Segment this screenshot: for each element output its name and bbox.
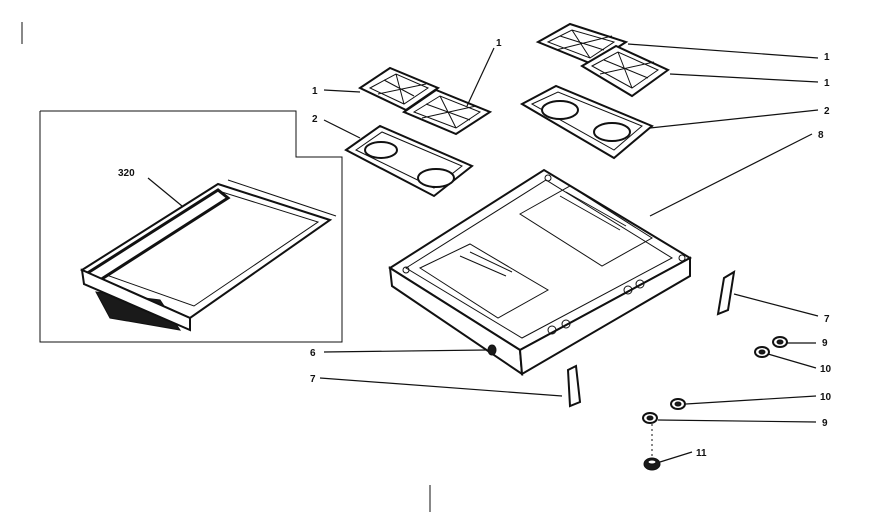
callout-bracket-left: 7 <box>310 374 316 385</box>
callout-grate-top-left-a: 1 <box>496 38 502 49</box>
nut-upper <box>772 336 788 348</box>
callout-plug: 6 <box>310 348 316 359</box>
griddle <box>79 179 337 332</box>
callout-grate-top-right-a: 1 <box>824 52 830 63</box>
plug <box>487 344 497 356</box>
bracket-left <box>566 364 582 408</box>
callout-burner-box-left: 2 <box>312 114 318 125</box>
grates-right <box>535 22 670 98</box>
callout-labels: 1 1 2 1 1 2 8 320 7 9 6 10 7 10 9 11 <box>118 38 832 459</box>
callout-foot: 11 <box>696 448 707 459</box>
griddle-inset-frame <box>39 110 343 343</box>
callout-griddle: 320 <box>118 168 135 179</box>
callout-screw-upper: 10 <box>820 364 832 375</box>
screw-lower <box>670 398 686 410</box>
bracket-right <box>716 270 736 316</box>
screw-upper <box>754 346 770 358</box>
scan-marks <box>21 22 431 512</box>
callout-grate-top-left-b: 1 <box>312 86 318 97</box>
callout-nut-lower: 9 <box>822 418 828 429</box>
cooktop-frame <box>388 168 693 376</box>
foot <box>643 457 661 471</box>
callout-grate-top-right-b: 1 <box>824 78 830 89</box>
leader-lines <box>147 43 819 463</box>
callout-nut-upper: 9 <box>822 338 828 349</box>
burner-box-left <box>344 124 474 198</box>
nut-lower <box>642 412 658 424</box>
callout-cooktop-frame: 8 <box>818 130 824 141</box>
hardware <box>642 336 788 471</box>
burner-box-right <box>519 84 654 160</box>
callout-screw-lower: 10 <box>820 392 832 403</box>
callout-burner-box-right: 2 <box>824 106 830 117</box>
callout-bracket-right: 7 <box>824 314 830 325</box>
grates-left <box>357 66 493 136</box>
